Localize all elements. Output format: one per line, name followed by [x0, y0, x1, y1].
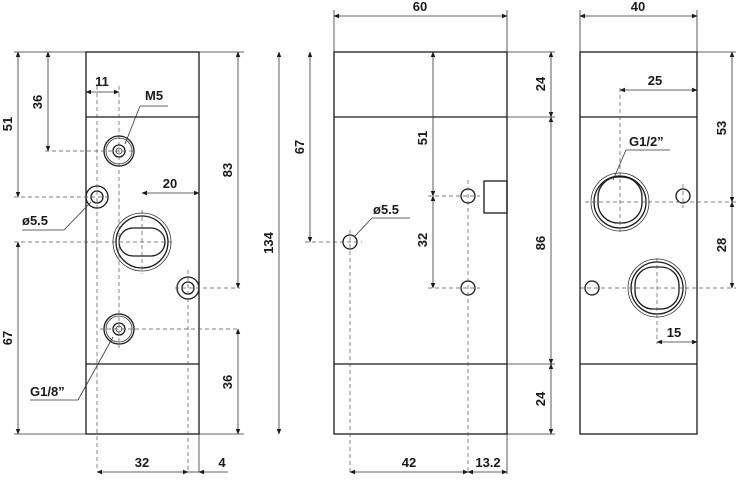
left-view: 51 36 11 M5 83 20 ø5.5 134 67 36 G1 — [0, 51, 282, 475]
front-view-body — [333, 51, 508, 435]
mount-hole-left-boss — [85, 185, 109, 209]
dim-67-left: 67 — [0, 331, 15, 345]
dim-32-front: 32 — [415, 233, 430, 247]
dim-25: 25 — [648, 73, 662, 88]
leader-hole-left — [63, 201, 92, 231]
label-m5: M5 — [145, 88, 163, 103]
label-g12: G1/2” — [629, 134, 664, 149]
hole-side-upper — [675, 188, 691, 204]
leader-front-hole — [354, 217, 373, 237]
dim-15: 15 — [667, 325, 681, 340]
dim-36-top: 36 — [30, 95, 45, 109]
dim-4: 4 — [218, 455, 226, 470]
label-dia-left: ø5.5 — [22, 213, 48, 228]
dim-24-top: 24 — [533, 76, 548, 91]
label-g18: G1/8” — [30, 384, 65, 399]
side-view-body — [579, 51, 698, 435]
dim-13-2: 13.2 — [475, 455, 500, 470]
leader-g12 — [612, 149, 627, 181]
dim-67-front: 67 — [292, 140, 307, 154]
left-view-body — [85, 51, 200, 435]
dim-32-bottom: 32 — [135, 455, 149, 470]
dim-134: 134 — [261, 231, 276, 253]
dim-28: 28 — [714, 238, 729, 252]
dim-83: 83 — [220, 163, 235, 177]
leader-m5 — [124, 105, 141, 145]
hole-side-lower — [584, 280, 600, 296]
side-nub — [483, 180, 508, 214]
dim-24-bottom: 24 — [533, 391, 548, 406]
dim-86: 86 — [533, 236, 548, 250]
dim-53: 53 — [714, 121, 729, 135]
dim-60: 60 — [413, 0, 427, 14]
leader-g18 — [77, 336, 114, 401]
dim-40: 40 — [631, 0, 645, 14]
label-dia-front: ø5.5 — [373, 202, 399, 217]
dim-11: 11 — [95, 74, 109, 89]
dim-42: 42 — [402, 455, 416, 470]
front-view: 60 67 51 32 ø5.5 24 86 24 42 13.2 — [292, 0, 555, 475]
dim-51-left: 51 — [0, 117, 15, 131]
side-view: 40 25 53 28 G1/2” 15 — [579, 0, 736, 435]
dim-20: 20 — [163, 176, 177, 191]
dim-36-bottom: 36 — [220, 375, 235, 389]
dim-51-front: 51 — [415, 131, 430, 145]
